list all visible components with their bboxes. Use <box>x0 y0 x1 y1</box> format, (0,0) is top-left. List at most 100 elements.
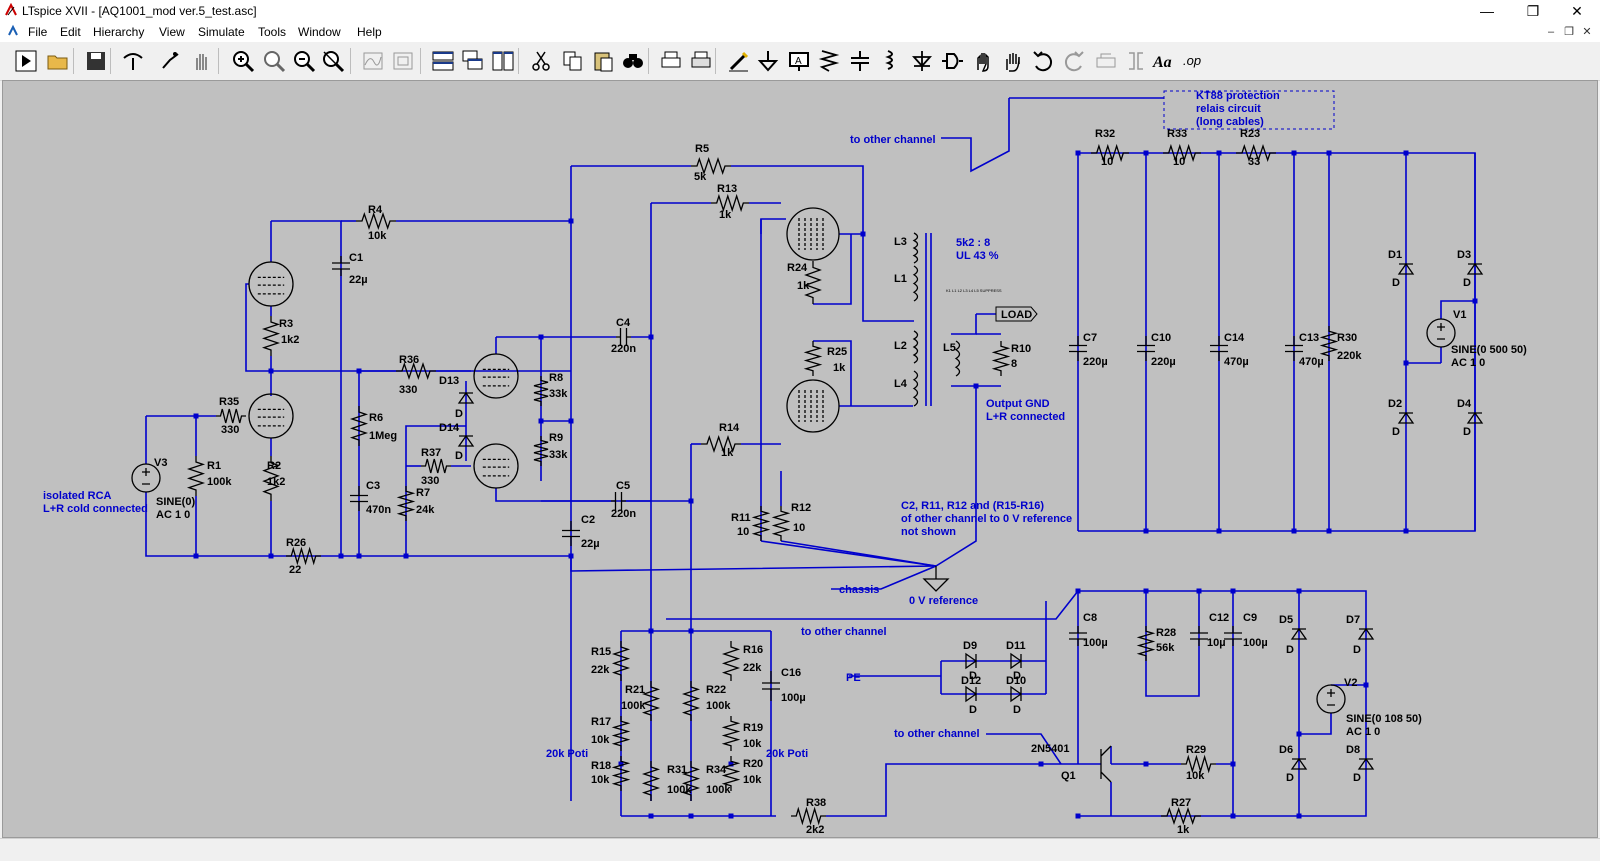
capacitor <box>1069 336 1087 361</box>
redo-icon <box>1064 51 1084 72</box>
ground-button[interactable] <box>755 48 781 74</box>
resistor <box>611 716 631 751</box>
menu-file[interactable]: File <box>28 25 48 39</box>
zoom-full-button[interactable] <box>390 48 416 74</box>
label-net-button[interactable]: A <box>786 48 812 74</box>
close-button[interactable]: ✕ <box>1571 3 1583 19</box>
find-button[interactable] <box>620 48 646 74</box>
resistor-button[interactable] <box>816 48 842 74</box>
resistor <box>216 408 246 424</box>
wire <box>666 590 1079 620</box>
control-panel-button[interactable] <box>120 48 146 74</box>
menu-edit[interactable]: Edit <box>60 25 81 39</box>
junction <box>1472 298 1478 304</box>
junction <box>1363 682 1369 688</box>
ref-d9: D9 <box>963 640 977 652</box>
text-button[interactable]: Aa <box>1151 48 1177 74</box>
ref-c9: C9 <box>1243 612 1257 624</box>
ref-r5: R5 <box>695 143 709 155</box>
wire <box>780 540 937 567</box>
wire <box>813 234 852 305</box>
diode-button[interactable] <box>909 48 935 74</box>
menu-tools[interactable]: Tools <box>258 25 287 39</box>
ref-d8: D8 <box>1346 744 1360 756</box>
cascade-button[interactable] <box>460 48 486 74</box>
zoom-pan-button[interactable] <box>261 48 287 74</box>
ref-r4: R4 <box>368 204 383 216</box>
value-c2: 22µ <box>581 538 600 550</box>
capacitor-button[interactable] <box>847 48 873 74</box>
vacuum-tube <box>248 261 294 307</box>
junction <box>338 553 344 559</box>
ref-c13: C13 <box>1299 332 1319 344</box>
hand-button[interactable] <box>189 48 215 74</box>
drag-button[interactable] <box>1000 48 1026 74</box>
value-r17: 10k <box>591 734 610 746</box>
ref-l1: L1 <box>894 273 907 285</box>
zoom-out-button[interactable] <box>291 48 317 74</box>
value-r25: 1k <box>833 362 846 374</box>
mdi-minimize-button[interactable]: – <box>1547 26 1555 38</box>
junction <box>648 628 654 634</box>
tile-vertical-button[interactable] <box>490 48 516 74</box>
ref-d12: D12 <box>961 675 981 687</box>
zoom-in-button[interactable] <box>230 48 256 74</box>
paste-button[interactable] <box>590 48 616 74</box>
undo-button[interactable] <box>1030 48 1056 74</box>
c2-note-line3: not shown <box>901 526 956 538</box>
inductor-button[interactable] <box>878 48 904 74</box>
minimize-button[interactable]: — <box>1480 3 1494 19</box>
document-icon[interactable] <box>6 24 20 38</box>
diode <box>1010 652 1023 670</box>
rotate-button[interactable] <box>1093 48 1119 74</box>
move-button[interactable] <box>970 48 996 74</box>
diode <box>965 652 978 670</box>
ref-v3: V3 <box>154 457 167 469</box>
diode <box>1357 757 1375 770</box>
ref-d1: D1 <box>1388 249 1402 261</box>
autoscale-button[interactable] <box>360 48 386 74</box>
inductor <box>912 330 919 364</box>
menu-window[interactable]: Window <box>298 25 341 39</box>
open-button[interactable] <box>45 48 71 74</box>
menu-help[interactable]: Help <box>357 25 382 39</box>
copy-button[interactable] <box>560 48 586 74</box>
resistor <box>641 761 661 801</box>
junction <box>538 418 544 424</box>
title-bar: LTspice XVII - [AQ1001_mod ver.5_test.as… <box>0 0 1600 22</box>
tile-horizontal-button[interactable] <box>430 48 456 74</box>
ref-l3: L3 <box>894 236 907 248</box>
junction <box>648 813 654 819</box>
value-r31: 100k <box>667 784 692 796</box>
zoom-cancel-button[interactable] <box>320 48 346 74</box>
ref-r6: R6 <box>369 412 383 424</box>
print-setup-button[interactable] <box>688 48 714 74</box>
component-button[interactable] <box>939 48 965 74</box>
wire <box>1440 300 1475 319</box>
cut-button[interactable] <box>528 48 554 74</box>
resistor <box>396 486 416 521</box>
resistor <box>1136 626 1156 661</box>
ref-r10: R10 <box>1011 343 1031 355</box>
wire-button[interactable] <box>726 48 752 74</box>
run-button[interactable] <box>13 48 39 74</box>
redo-button[interactable] <box>1061 48 1087 74</box>
resistor-icon <box>818 50 840 72</box>
mdi-close-button[interactable]: ✕ <box>1582 26 1592 38</box>
value-r33: 10 <box>1173 156 1185 168</box>
label-net-icon: A <box>789 52 809 71</box>
mdi-restore-button[interactable]: ❐ <box>1564 26 1574 38</box>
print-button[interactable] <box>658 48 684 74</box>
find-icon <box>623 54 643 68</box>
spice-directive-button[interactable]: .op <box>1181 48 1207 74</box>
maximize-button[interactable]: ❐ <box>1526 3 1540 19</box>
mirror-button[interactable] <box>1123 48 1149 74</box>
halt-button[interactable] <box>158 48 184 74</box>
wire <box>245 283 571 372</box>
menu-simulate[interactable]: Simulate <box>198 25 245 39</box>
menu-hierarchy[interactable]: Hierarchy <box>93 25 145 39</box>
menu-view[interactable]: View <box>159 25 185 39</box>
save-button[interactable] <box>83 48 109 74</box>
inductor <box>912 370 919 407</box>
